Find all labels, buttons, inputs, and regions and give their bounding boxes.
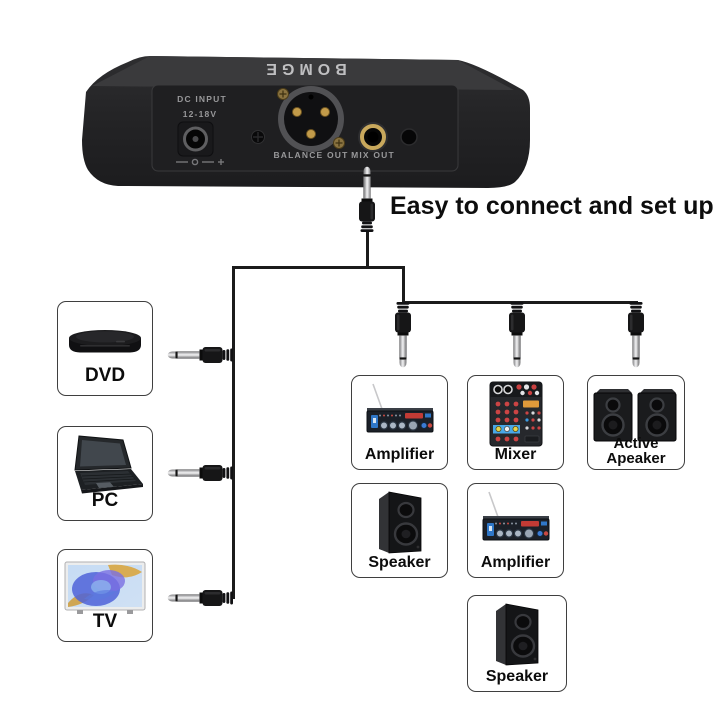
device-label: Amplifier [364,446,435,463]
device-label-line1: Active [613,435,659,452]
speaker-icon [378,491,421,554]
device-label: DVD [84,365,126,386]
dc-polarity-icon [176,158,224,166]
device-label: TV [92,611,118,632]
device-box-dvd: DVD [57,301,153,396]
cable-segment [232,266,404,269]
screw-hole [251,130,265,144]
quarter-inch-plug-icon [167,464,233,482]
device-box-mixer: Mixer [467,375,564,470]
device-box-speaker-left: Speaker [351,483,448,578]
xlr-balance-out-port [278,86,344,152]
quarter-inch-plug-icon [627,302,645,368]
device-label: Speaker [368,554,431,571]
device-box-pc: PC [57,426,153,521]
dc-power-jack [177,121,214,157]
page-title: Easy to connect and set up [390,192,714,220]
speaker-pair-icon [593,389,677,442]
brand-logo: BOMGE [261,60,346,77]
balance-out-label: BALANCE OUT [273,150,348,160]
device-label: Active Apeaker [588,436,684,466]
cable-segment [366,230,369,268]
cable-segment [402,266,405,303]
speaker-icon [496,603,539,666]
device-box-tv: TV [57,549,153,642]
receiver-back-panel: BOMGE DC INPUT 12-18V BALANCE [82,56,530,188]
device-label-line2: Apeaker [606,450,666,467]
quarter-inch-plug-icon [394,302,412,368]
xlr-mount-screws [277,88,345,149]
device-label: Mixer [494,446,537,463]
device-box-speaker-bottom: Speaker [467,595,567,692]
dc-input-label: DC INPUT [177,94,227,104]
device-box-amplifier-bottom: Amplifier [467,483,564,578]
quarter-inch-plug-icon [167,346,233,364]
device-label: PC [91,490,119,511]
amplifier-icon [482,491,549,541]
aux-hole [400,128,418,146]
cable-segment [232,266,235,599]
receiver-top-face [92,56,514,90]
device-box-active-speaker: Active Apeaker [587,375,685,470]
amplifier-icon [366,383,433,433]
quarter-inch-plug-icon [508,302,526,368]
tv-icon [64,561,146,614]
device-label: Amplifier [480,554,551,571]
device-box-amplifier-top: Amplifier [351,375,448,470]
device-label: Speaker [485,668,549,685]
mix-out-label: MIX OUT [351,150,395,160]
quarter-inch-plug-icon [358,166,376,232]
mix-out-jack [358,122,388,152]
dc-voltage-label: 12-18V [183,109,218,119]
laptop-icon [74,435,143,494]
quarter-inch-plug-icon [167,589,233,607]
dvd-player-icon [69,330,141,353]
mixer-icon [489,381,542,447]
